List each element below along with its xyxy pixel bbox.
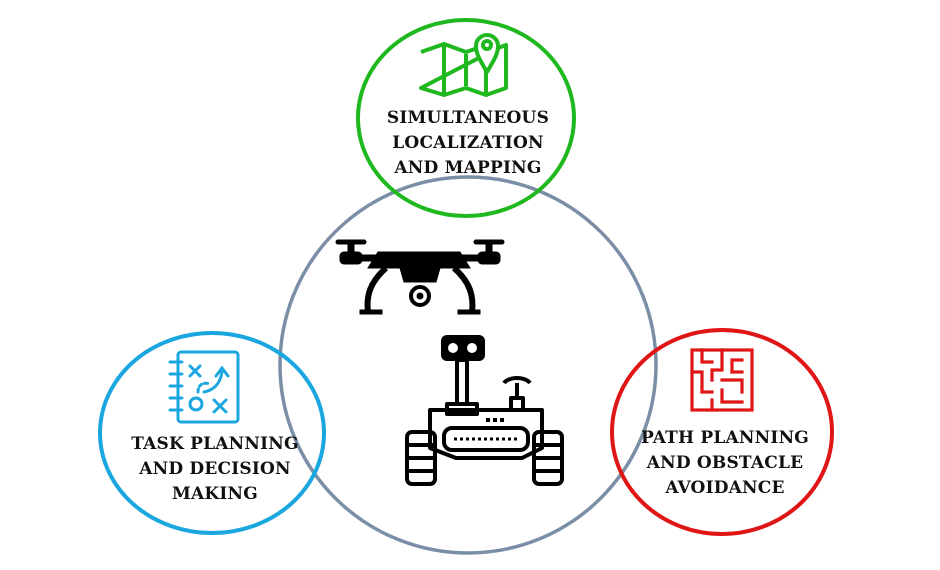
task-label-line-1: TASK PLANNING	[131, 434, 299, 454]
slam-circle	[356, 18, 576, 218]
center-circle	[278, 175, 658, 555]
path-label-line-1: PATH PLANNING	[640, 428, 810, 448]
slam-label-line-3: AND MAPPING	[394, 158, 542, 178]
slam-label-line-2: LOCALIZATION	[392, 133, 544, 153]
maze-icon	[690, 348, 754, 412]
path-label-line-3: AVOIDANCE	[665, 478, 785, 498]
path-label-line-2: AND OBSTACLE	[646, 453, 804, 473]
map-pin-icon	[419, 33, 508, 97]
rover-robot-icon	[405, 335, 564, 486]
task-label: TASK PLANNING AND DECISION MAKING	[110, 432, 320, 507]
strategy-board-icon	[168, 350, 240, 424]
drone-icon	[335, 239, 505, 315]
path-circle	[610, 328, 834, 536]
task-circle	[98, 331, 326, 535]
slam-label: SIMULTANEOUS LOCALIZATION AND MAPPING	[378, 106, 558, 181]
task-label-line-3: MAKING	[172, 484, 258, 504]
task-label-line-2: AND DECISION	[139, 459, 291, 479]
slam-label-line-1: SIMULTANEOUS	[386, 108, 550, 128]
path-label: PATH PLANNING AND OBSTACLE AVOIDANCE	[625, 426, 825, 501]
